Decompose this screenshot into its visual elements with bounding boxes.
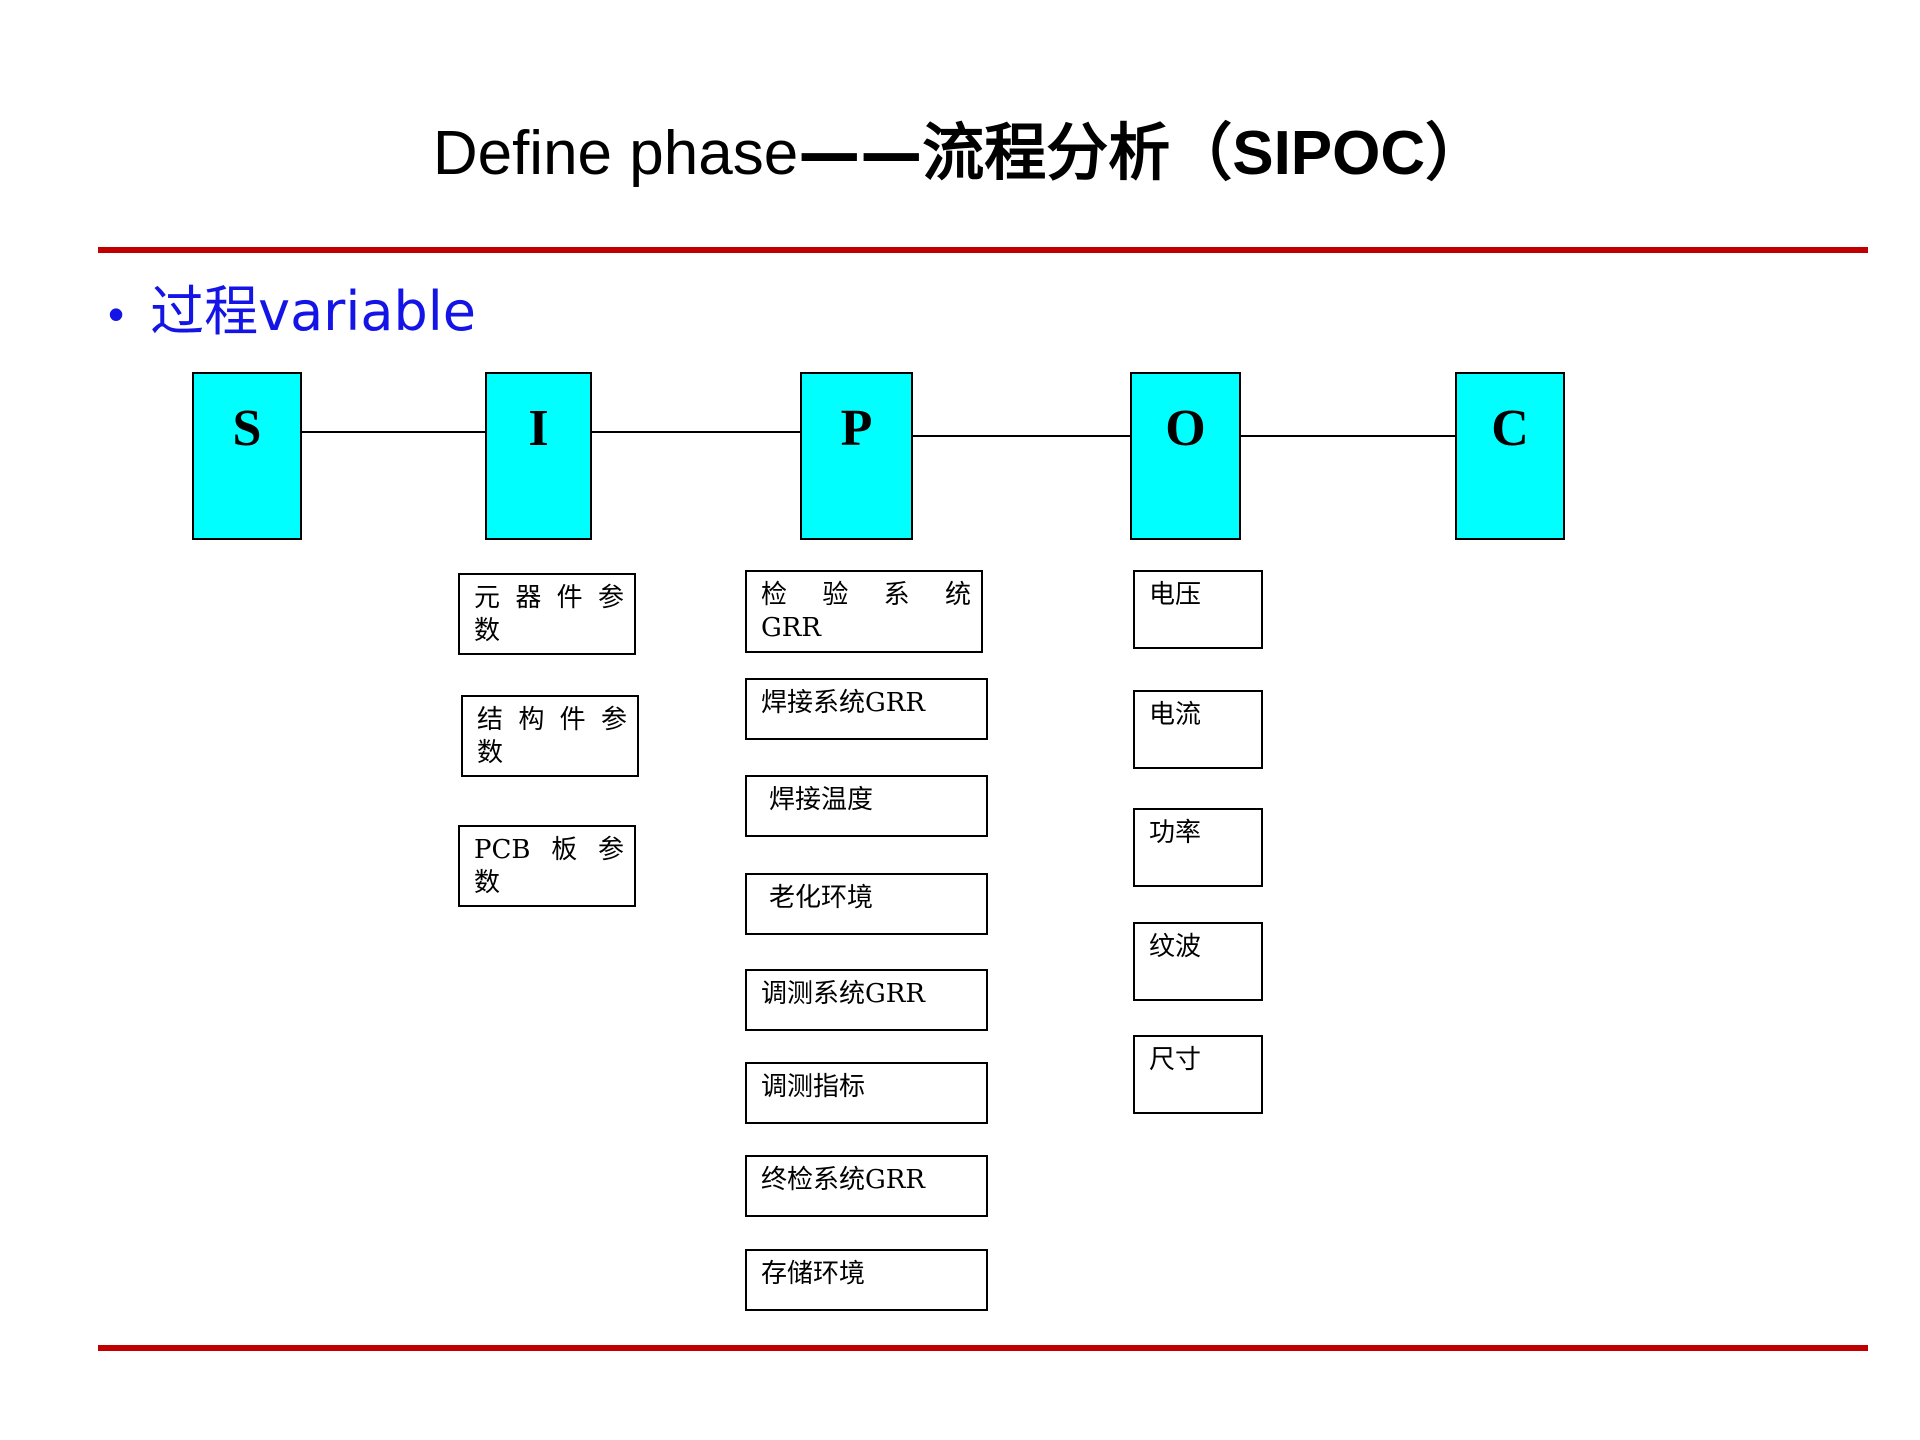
process-item-box[interactable]: 调测指标 bbox=[745, 1062, 988, 1124]
sipoc-node-process[interactable]: P bbox=[800, 372, 913, 540]
input-item-line1: PCB板参 bbox=[474, 835, 624, 865]
process-item-line1: 焊接温度 bbox=[769, 785, 874, 815]
sipoc-node-letter: S bbox=[232, 399, 262, 457]
title-divider-rule bbox=[98, 247, 1868, 253]
title-cjk-part: 流程分析 bbox=[922, 116, 1171, 189]
bullet-dot-icon: • bbox=[108, 288, 125, 340]
process-item-box[interactable]: 检验系统 GRR bbox=[745, 570, 983, 653]
process-item-box[interactable]: 存储环境 bbox=[745, 1249, 988, 1311]
process-item-line1: 存储环境 bbox=[761, 1259, 866, 1289]
sipoc-node-letter: P bbox=[840, 399, 873, 457]
process-item-box[interactable]: 终检系统GRR bbox=[745, 1155, 988, 1217]
process-item-box[interactable]: 焊接温度 bbox=[745, 775, 988, 837]
process-item-box[interactable]: 焊接系统GRR bbox=[745, 678, 988, 740]
title-paren-open: （ bbox=[1170, 116, 1233, 189]
title-latin-part: Define phase bbox=[432, 119, 799, 188]
input-item-line2: 数 bbox=[474, 868, 501, 899]
footer-divider-rule bbox=[98, 1345, 1868, 1351]
bullet-row: • 过程variable bbox=[108, 285, 476, 339]
output-item-line1: 电压 bbox=[1149, 580, 1202, 610]
input-item-line1: 结构件参 bbox=[477, 705, 627, 735]
input-item-line1: 元器件参 bbox=[474, 583, 624, 613]
process-item-line1: 终检系统GRR bbox=[761, 1165, 925, 1195]
process-item-line2: GRR bbox=[761, 613, 821, 644]
sipoc-node-letter: C bbox=[1491, 399, 1529, 457]
process-item-box[interactable]: 老化环境 bbox=[745, 873, 988, 935]
input-item-line2: 数 bbox=[474, 616, 501, 647]
output-item-line1: 纹波 bbox=[1149, 932, 1202, 962]
process-item-line1: 老化环境 bbox=[769, 883, 874, 913]
process-item-line1: 调测系统GRR bbox=[761, 979, 925, 1009]
output-item-box[interactable]: 电流 bbox=[1133, 690, 1263, 769]
output-item-box[interactable]: 电压 bbox=[1133, 570, 1263, 649]
sipoc-node-input[interactable]: I bbox=[485, 372, 592, 540]
sipoc-node-output[interactable]: O bbox=[1130, 372, 1241, 540]
output-item-box[interactable]: 功率 bbox=[1133, 808, 1263, 887]
input-item-box[interactable]: 元器件参 数 bbox=[458, 573, 636, 655]
process-item-line1: 调测指标 bbox=[761, 1072, 866, 1102]
process-item-line1: 焊接系统GRR bbox=[761, 688, 925, 718]
bullet-label: 过程variable bbox=[150, 280, 476, 343]
output-item-box[interactable]: 纹波 bbox=[1133, 922, 1263, 1001]
process-item-line1: 检验系统 bbox=[761, 580, 971, 610]
output-item-line1: 功率 bbox=[1149, 818, 1202, 848]
page-title: Define phase——流程分析（SIPOC） bbox=[0, 120, 1920, 186]
sipoc-node-customer[interactable]: C bbox=[1455, 372, 1565, 540]
title-dash: —— bbox=[798, 116, 923, 189]
process-item-box[interactable]: 调测系统GRR bbox=[745, 969, 988, 1031]
output-item-box[interactable]: 尺寸 bbox=[1133, 1035, 1263, 1114]
sipoc-node-supplier[interactable]: S bbox=[192, 372, 302, 540]
title-paren-close: ） bbox=[1425, 116, 1488, 189]
title-acronym: SIPOC bbox=[1232, 119, 1426, 188]
input-item-box[interactable]: PCB板参 数 bbox=[458, 825, 636, 907]
sipoc-node-letter: I bbox=[528, 399, 549, 457]
input-item-line2: 数 bbox=[477, 738, 504, 769]
input-item-box[interactable]: 结构件参 数 bbox=[461, 695, 639, 777]
sipoc-node-letter: O bbox=[1165, 399, 1206, 457]
output-item-line1: 电流 bbox=[1149, 700, 1202, 730]
output-item-line1: 尺寸 bbox=[1149, 1045, 1202, 1075]
